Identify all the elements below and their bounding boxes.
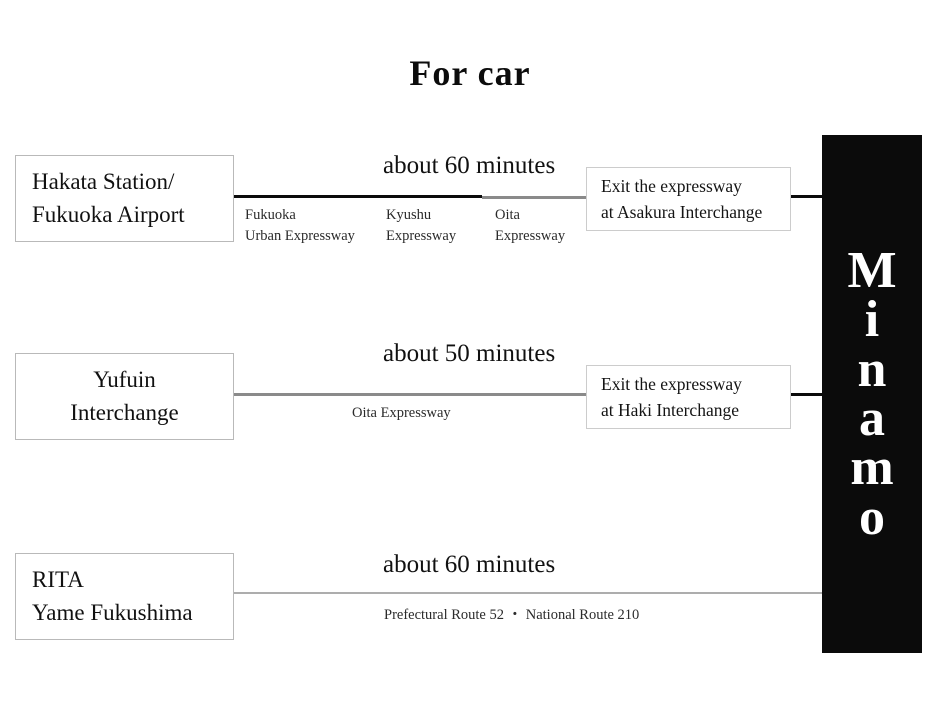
segment-line-2: Urban Expressway	[245, 227, 355, 244]
destination-letter-0: M	[847, 241, 897, 299]
destination-letter-5: o	[859, 488, 885, 546]
origin-line-1: Yufuin	[93, 366, 156, 392]
origin-line-1: RITA	[32, 566, 84, 592]
route-line-1-segment-c	[790, 195, 824, 198]
duration-label-route-2: about 50 minutes	[383, 340, 556, 367]
page-title: For car	[409, 53, 531, 93]
route-line-2-segment-a	[234, 393, 586, 396]
exit-box-asakura-interchange: Exit the expressway at Asakura Interchan…	[586, 167, 791, 231]
origin-box-rita-yame-fukushima: RITA Yame Fukushima	[15, 553, 234, 640]
origin-line-2: Interchange	[70, 399, 179, 425]
origin-line-2: Yame Fukushima	[32, 599, 193, 625]
route-line-1-segment-b	[482, 196, 586, 199]
segment-line-1: Fukuoka	[245, 207, 296, 223]
destination-letter-3: a	[859, 390, 885, 447]
destination-letter-4: m	[850, 439, 894, 497]
route-segment-label-kyushu-expressway: Kyushu Expressway	[386, 205, 456, 246]
route-segment-label-prefectural-national-routes: Prefectural Route 52 ・ National Route 21…	[384, 605, 639, 626]
origin-box-hakata-fukuoka: Hakata Station/ Fukuoka Airport	[15, 155, 234, 242]
segment-line-1: Kyushu	[386, 207, 432, 223]
destination-letter-2: n	[857, 340, 887, 398]
segment-line-1: Prefectural Route 52 ・ National Route 21…	[384, 607, 640, 623]
segment-line-1: Oita Expressway	[352, 405, 451, 421]
route-segment-label-oita-expressway: Oita Expressway	[495, 205, 565, 246]
segment-line-2: Expressway	[386, 227, 457, 244]
route-segment-label-oita-expressway-2: Oita Expressway	[352, 403, 451, 424]
origin-line-2: Fukuoka Airport	[32, 201, 185, 227]
exit-line-1: Exit the expressway	[601, 175, 742, 196]
origin-line-1: Hakata Station/	[32, 168, 175, 194]
segment-line-1: Oita	[495, 207, 520, 223]
route-line-1-segment-a	[234, 195, 482, 198]
exit-line-1: Exit the expressway	[601, 373, 742, 394]
origin-box-yufuin-interchange: Yufuin Interchange	[15, 353, 234, 440]
route-segment-label-fukuoka-urban-expressway: Fukuoka Urban Expressway	[245, 205, 355, 246]
destination-letter-1: i	[864, 291, 880, 349]
segment-line-2: Expressway	[495, 227, 566, 244]
exit-line-2: at Haki Interchange	[601, 400, 739, 420]
route-line-3-segment-a	[234, 592, 824, 594]
duration-label-route-1: about 60 minutes	[383, 152, 556, 179]
duration-label-route-3: about 60 minutes	[383, 551, 556, 578]
exit-line-2: at Asakura Interchange	[601, 202, 763, 222]
route-line-2-segment-b	[790, 393, 824, 396]
exit-box-haki-interchange: Exit the expressway at Haki Interchange	[586, 365, 791, 429]
destination-bar-minamo: M i n a m o	[822, 135, 922, 653]
